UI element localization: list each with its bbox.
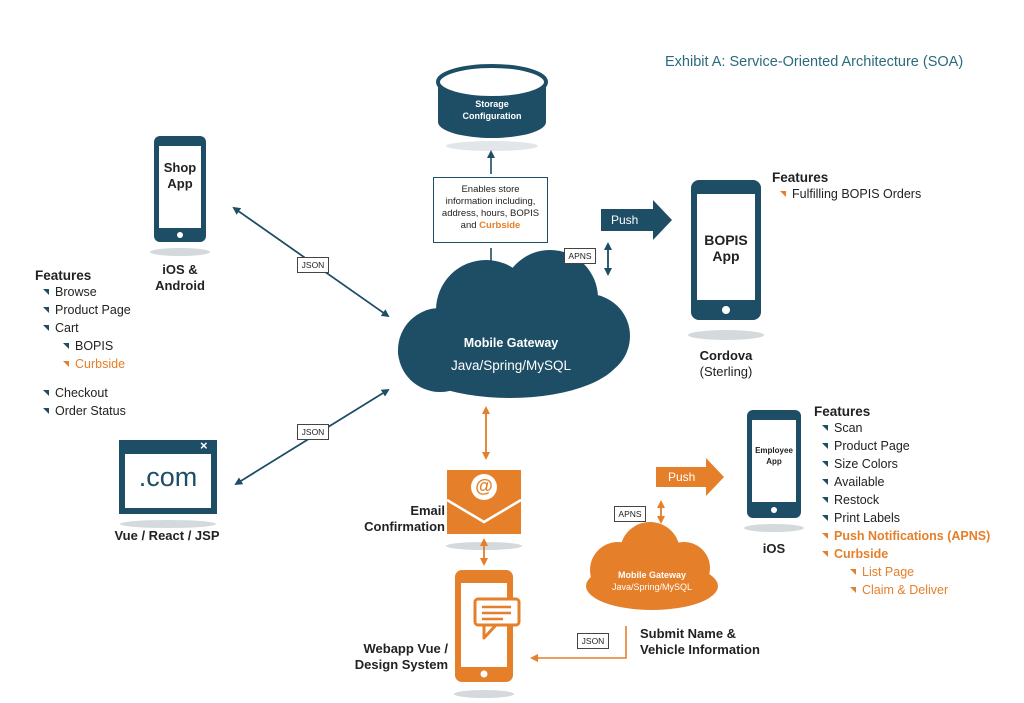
bopis-label2: (Sterling) (699, 364, 753, 379)
web-label: Vue / React / JSP (114, 528, 220, 543)
database-icon (436, 64, 548, 151)
feature-item: Fulfilling BOPIS Orders (780, 185, 921, 203)
storage-line2: Configuration (462, 111, 522, 121)
shop-features-heading: Features (35, 268, 92, 283)
close-icon: × (200, 438, 208, 453)
submit-line1: Submit Name & (640, 626, 737, 641)
employee-line1: Employee (755, 446, 793, 455)
phone-icon (688, 180, 764, 340)
page-title: Exhibit A: Service-Oriented Architecture… (665, 54, 964, 70)
email-label2: Confirmation (364, 519, 445, 534)
email-label: Email Confirmation (355, 503, 445, 535)
box-line2: information including, (445, 196, 536, 207)
small-gateway-stack: Java/Spring/MySQL (611, 582, 693, 592)
shop-app-label1: iOS & (162, 262, 198, 277)
email-envelope-icon (446, 470, 522, 550)
feature-item: Curbside (822, 545, 990, 563)
push-label: Push (611, 213, 639, 227)
feature-item: Cart (43, 319, 131, 337)
json-tag: JSON (577, 633, 609, 649)
storage-info-box: Enables store information including, add… (433, 177, 548, 243)
box-line1: Enables store (461, 184, 520, 195)
browser-window-icon (119, 440, 217, 528)
employee-features: Features Scan Product Page Size Colors A… (814, 404, 990, 599)
gateway-name: Mobile Gateway (463, 336, 559, 350)
feature-sub-item: Curbside (63, 355, 131, 373)
at-sign-icon: @ (475, 476, 493, 496)
small-gateway-text: Mobile Gateway Java/Spring/MySQL (590, 569, 714, 593)
feature-sub-item: BOPIS (63, 337, 131, 355)
json-tag: JSON (297, 257, 329, 273)
storage-label: Storage Configuration (446, 98, 538, 122)
submit-label: Submit Name & Vehicle Information (640, 626, 760, 658)
feature-item: Product Page (43, 301, 131, 319)
shop-app-screen-text: Shop App (159, 160, 201, 192)
feature-item: Print Labels (822, 509, 990, 527)
cloud-icon (586, 522, 718, 610)
box-line4-prefix: and (460, 220, 480, 231)
email-label1: Email (410, 503, 445, 518)
bopis-features: Features Fulfilling BOPIS Orders (772, 170, 921, 203)
shop-features: Features Browse Product Page Cart BOPIS … (35, 268, 131, 420)
arrow-icon (480, 406, 665, 662)
shop-app-label2: Android (155, 278, 205, 293)
webapp-label2: Design System (354, 657, 448, 672)
box-line4: and Curbside (434, 220, 547, 232)
apns-tag: APNS (564, 248, 596, 264)
employee-line2: App (766, 457, 782, 466)
bopis-app-label: Cordova (Sterling) (686, 348, 766, 380)
webapp-label1: Webapp Vue / (363, 641, 448, 656)
push-label: Push (668, 470, 696, 484)
json-tag: JSON (297, 424, 329, 440)
feature-item: Browse (43, 283, 131, 301)
submit-line2: Vehicle Information (640, 642, 760, 657)
feature-item: Order Status (43, 402, 131, 420)
apns-tag: APNS (614, 506, 646, 522)
shop-app-line2: App (167, 176, 193, 191)
feature-item: Push Notifications (APNS) (822, 527, 990, 545)
feature-sub-item: List Page (850, 563, 990, 581)
shop-app-line1: Shop (163, 160, 197, 175)
feature-item: Checkout (43, 384, 131, 402)
feature-item: Restock (822, 491, 990, 509)
phone-icon (150, 136, 210, 256)
gateway-stack: Java/Spring/MySQL (450, 358, 572, 373)
feature-item: Product Page (822, 437, 990, 455)
employee-app-screen-text: Employee App (750, 445, 798, 467)
phone-icon (744, 410, 804, 532)
shop-app-label: iOS & Android (140, 262, 220, 294)
feature-item: Scan (822, 419, 990, 437)
bopis-features-heading: Features (772, 170, 829, 185)
storage-line1: Storage (475, 99, 509, 109)
bopis-line2: App (712, 248, 740, 264)
employee-app-label: iOS (762, 541, 786, 556)
small-gateway-name: Mobile Gateway (617, 570, 687, 580)
arrow-icon (656, 458, 724, 496)
feature-item: Size Colors (822, 455, 990, 473)
bopis-app-screen-text: BOPIS App (697, 232, 755, 264)
chat-bubble-icon (473, 597, 521, 640)
bopis-label1: Cordova (699, 348, 753, 363)
feature-sub-item: Claim & Deliver (850, 581, 990, 599)
web-screen-text: .com (138, 462, 198, 492)
arrow-icon (601, 200, 672, 240)
employee-features-heading: Features (814, 404, 871, 419)
feature-item: Available (822, 473, 990, 491)
webapp-label: Webapp Vue / Design System (340, 641, 448, 673)
bopis-line1: BOPIS (704, 232, 748, 248)
box-line4-highlight: Curbside (479, 220, 521, 231)
cloud-icon (398, 250, 630, 398)
box-line3: address, hours, BOPIS (441, 208, 540, 219)
